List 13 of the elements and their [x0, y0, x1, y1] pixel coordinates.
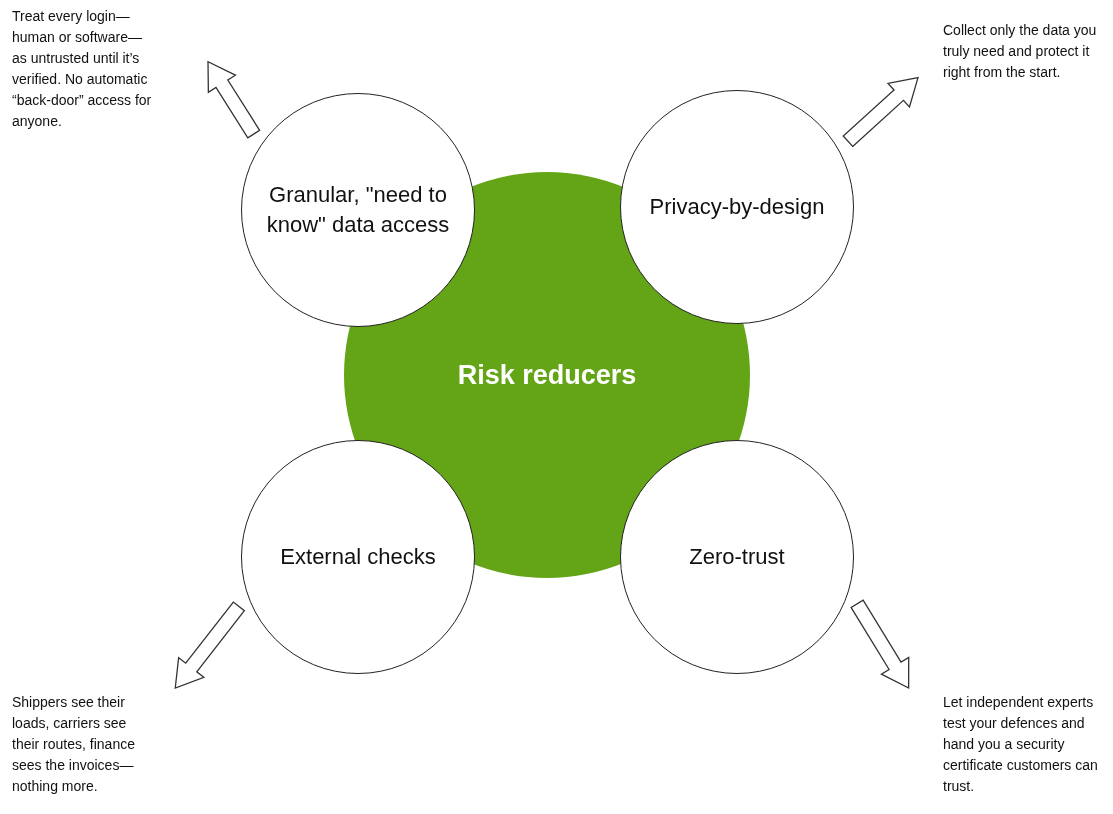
block-arrow [207, 60, 261, 139]
topic-label: External checks [279, 543, 437, 572]
description-text: Treat every login—human or software—as untrusted until it’s verified. No automatic “back-door” access for anyone. [12, 7, 153, 131]
block-arrow [850, 599, 910, 690]
block-arrow [842, 76, 919, 148]
description-text: Shippers see their loads, carriers see their routes, finance sees the invoices—nothing more. [12, 693, 136, 796]
topic-label: Granular, "need to know" data access [265, 181, 451, 239]
topic-label: Zero-trust [688, 543, 786, 572]
topic-label: Privacy-by-design [648, 193, 826, 222]
central-title: Risk reducers [457, 359, 637, 391]
description-text: Let independent experts test your defences and hand you a security certificate customers can trust. [943, 693, 1099, 796]
description-text: Collect only the data you truly need and protect it right from the start. [943, 21, 1098, 82]
block-arrow [174, 601, 246, 689]
